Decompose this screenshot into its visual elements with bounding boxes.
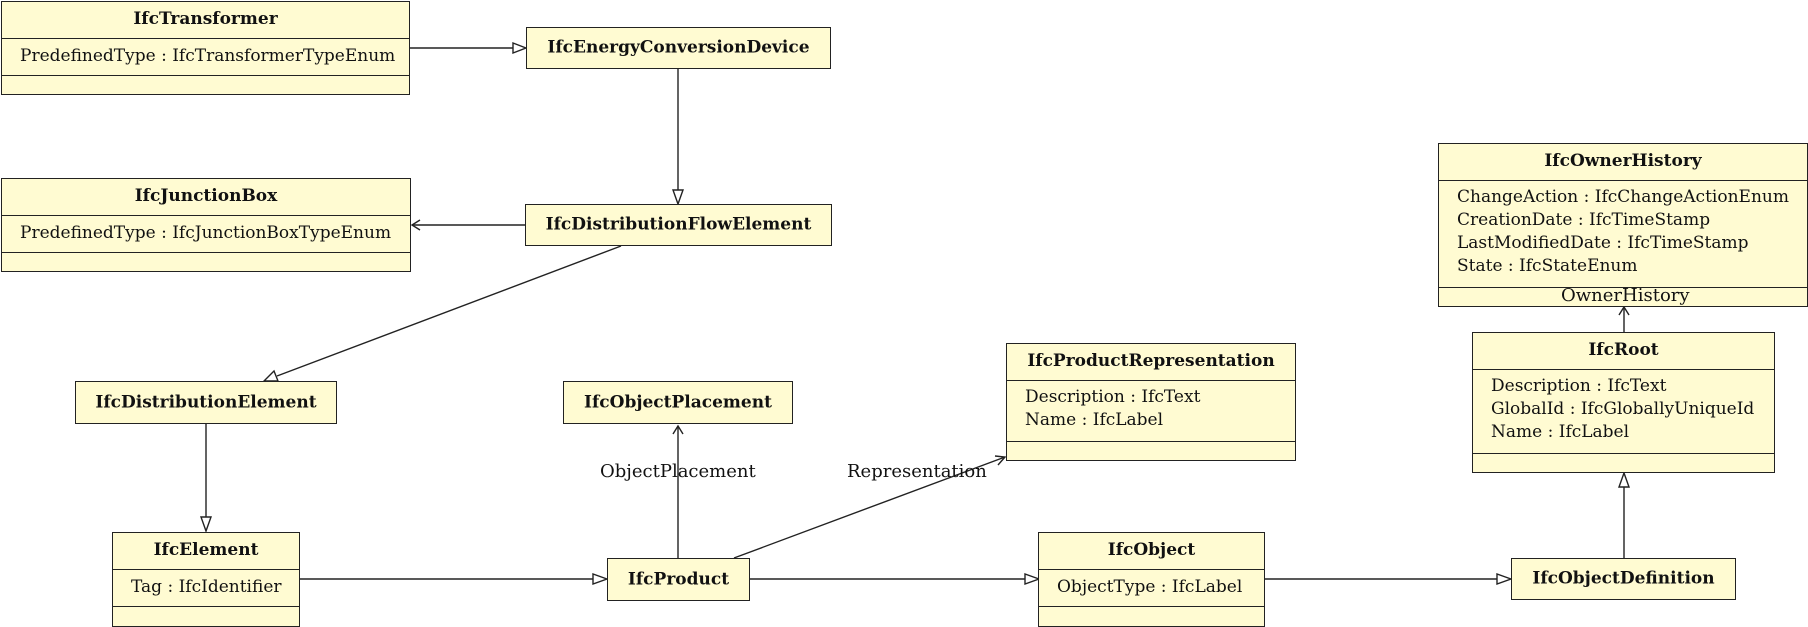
open-arrowhead [410, 219, 421, 231]
class-name: IfcRoot [1588, 340, 1659, 360]
attribute: GlobalId : IfcGloballyUniqueId [1491, 399, 1755, 419]
open-arrowhead [994, 455, 1007, 466]
association-label-representation: Representation [847, 461, 987, 482]
operation-section-divider [1007, 441, 1295, 442]
attribute: PredefinedType : IfcJunctionBoxTypeEnum [20, 223, 392, 243]
class-ifc-root[interactable]: IfcRoot Description : IfcText GlobalId :… [1472, 332, 1775, 473]
class-ifc-product[interactable]: IfcProduct [607, 558, 750, 601]
open-arrowhead [1618, 305, 1630, 316]
attribute: Description : IfcText [1491, 376, 1667, 396]
class-name: IfcObjectDefinition [1532, 568, 1715, 589]
operation-section-divider [2, 252, 410, 253]
class-name: IfcTransformer [133, 9, 278, 29]
class-name: IfcOwnerHistory [1544, 151, 1702, 171]
class-ifc-distribution-flow-element[interactable]: IfcDistributionFlowElement [525, 204, 832, 246]
class-name: IfcDistributionElement [95, 392, 317, 412]
attribute: PredefinedType : IfcTransformerTypeEnum [20, 46, 396, 66]
generalization-arrowhead [512, 41, 528, 55]
generalization-distribution-flow-element-to-distribution-element [276, 245, 622, 377]
class-ifc-junction-box[interactable]: IfcJunctionBox PredefinedType : IfcJunct… [1, 178, 411, 272]
attribute: Description : IfcText [1025, 387, 1201, 407]
attribute-section-divider [1439, 180, 1807, 181]
operation-section-divider [1439, 287, 1807, 288]
attribute-section-divider [1039, 569, 1264, 570]
association-representation [733, 456, 1006, 559]
attribute: Name : IfcLabel [1025, 410, 1164, 430]
association-label-object-placement: ObjectPlacement [600, 461, 756, 482]
class-name: IfcJunctionBox [134, 186, 278, 206]
attribute-list: ChangeAction : IfcChangeActionEnum Creat… [1457, 186, 1803, 278]
class-ifc-product-representation[interactable]: IfcProductRepresentation Description : I… [1006, 343, 1296, 461]
association-label-owner-history: OwnerHistory [1561, 285, 1690, 306]
class-ifc-distribution-element[interactable]: IfcDistributionElement [75, 381, 337, 424]
class-ifc-object[interactable]: IfcObject ObjectType : IfcLabel [1038, 532, 1265, 627]
class-name: IfcElement [153, 540, 259, 560]
attribute: State : IfcStateEnum [1457, 256, 1638, 276]
operation-section-divider [1039, 606, 1264, 607]
attribute-list: PredefinedType : IfcTransformerTypeEnum [20, 45, 405, 68]
class-name: IfcObjectPlacement [584, 392, 772, 412]
generalization-arrowhead [200, 516, 212, 534]
generalization-arrowhead [262, 369, 280, 382]
class-ifc-object-placement[interactable]: IfcObjectPlacement [563, 381, 793, 424]
operation-section-divider [113, 606, 299, 607]
operation-section-divider [1473, 453, 1774, 454]
attribute-section-divider [113, 569, 299, 570]
generalization-arrowhead [672, 189, 684, 207]
attribute: ChangeAction : IfcChangeActionEnum [1457, 187, 1789, 207]
attribute: CreationDate : IfcTimeStamp [1457, 210, 1711, 230]
attribute-section-divider [2, 38, 409, 39]
class-name: IfcDistributionFlowElement [545, 214, 812, 235]
attribute-section-divider [2, 215, 410, 216]
class-ifc-object-definition[interactable]: IfcObjectDefinition [1511, 558, 1736, 600]
attribute: Tag : IfcIdentifier [131, 577, 282, 597]
attribute-list: ObjectType : IfcLabel [1057, 576, 1260, 599]
class-name: IfcObject [1107, 540, 1196, 560]
attribute: LastModifiedDate : IfcTimeStamp [1457, 233, 1749, 253]
class-name: IfcEnergyConversionDevice [547, 37, 810, 58]
attribute: Name : IfcLabel [1491, 422, 1630, 442]
operation-section-divider [2, 75, 409, 76]
open-arrowhead [672, 424, 684, 435]
attribute-list: Description : IfcText Name : IfcLabel [1025, 386, 1291, 432]
attribute-section-divider [1473, 369, 1774, 370]
class-ifc-transformer[interactable]: IfcTransformer PredefinedType : IfcTrans… [1, 1, 410, 95]
class-name: IfcProductRepresentation [1027, 351, 1275, 371]
class-ifc-owner-history[interactable]: IfcOwnerHistory ChangeAction : IfcChange… [1438, 143, 1808, 307]
attribute: ObjectType : IfcLabel [1057, 577, 1243, 597]
generalization-arrowhead [1024, 573, 1042, 585]
attribute-list: Description : IfcText GlobalId : IfcGlob… [1491, 375, 1770, 444]
attribute-list: PredefinedType : IfcJunctionBoxTypeEnum [20, 222, 406, 245]
class-ifc-energy-conversion-device[interactable]: IfcEnergyConversionDevice [526, 27, 831, 69]
class-name: IfcProduct [627, 569, 730, 589]
generalization-arrowhead [592, 573, 610, 585]
class-ifc-element[interactable]: IfcElement Tag : IfcIdentifier [112, 532, 300, 627]
generalization-arrowhead [1496, 573, 1514, 585]
generalization-arrowhead [1618, 470, 1630, 488]
attribute-list: Tag : IfcIdentifier [131, 576, 295, 599]
attribute-section-divider [1007, 380, 1295, 381]
